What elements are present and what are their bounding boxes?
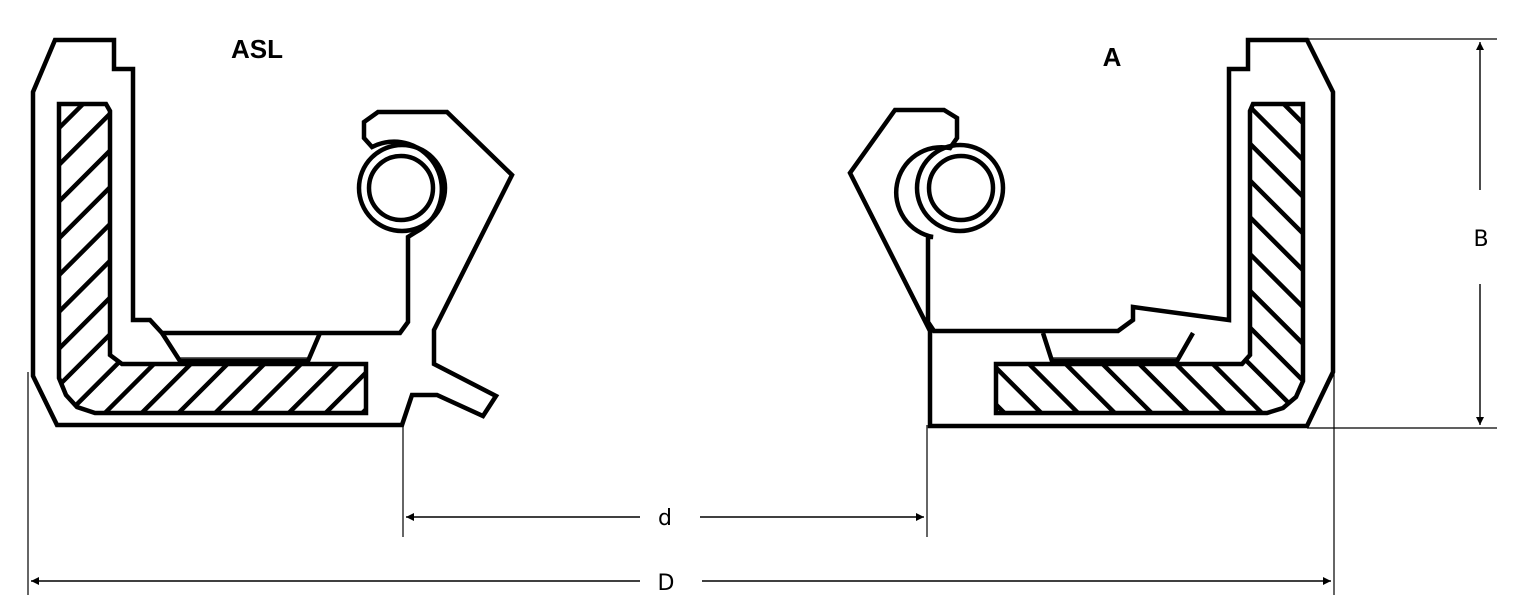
asl-lip-wedge xyxy=(160,331,323,364)
a-metal-insert xyxy=(993,101,1306,416)
a-seal-profile: A xyxy=(847,37,1336,429)
a-spring-outer xyxy=(914,142,1006,234)
dimension-D-label: D xyxy=(658,571,675,596)
a-label: A xyxy=(1103,42,1122,72)
dimension-B-label: B xyxy=(1473,227,1488,252)
asl-spring-inner xyxy=(366,153,436,223)
dimension-d-label: d xyxy=(658,506,672,531)
asl-spring-outer xyxy=(356,142,448,234)
a-rubber-body xyxy=(847,37,1336,429)
asl-seal-profile: ASL xyxy=(30,34,515,428)
a-lip-wedge xyxy=(1040,331,1195,364)
dimension-lines: d D B xyxy=(27,38,1497,596)
dimension-B: B xyxy=(1473,42,1489,425)
dimension-D: D xyxy=(31,571,1331,596)
asl-label: ASL xyxy=(231,34,283,64)
dimension-d: d xyxy=(406,506,924,531)
asl-metal-insert xyxy=(56,101,369,416)
a-spring-inner xyxy=(926,153,996,223)
